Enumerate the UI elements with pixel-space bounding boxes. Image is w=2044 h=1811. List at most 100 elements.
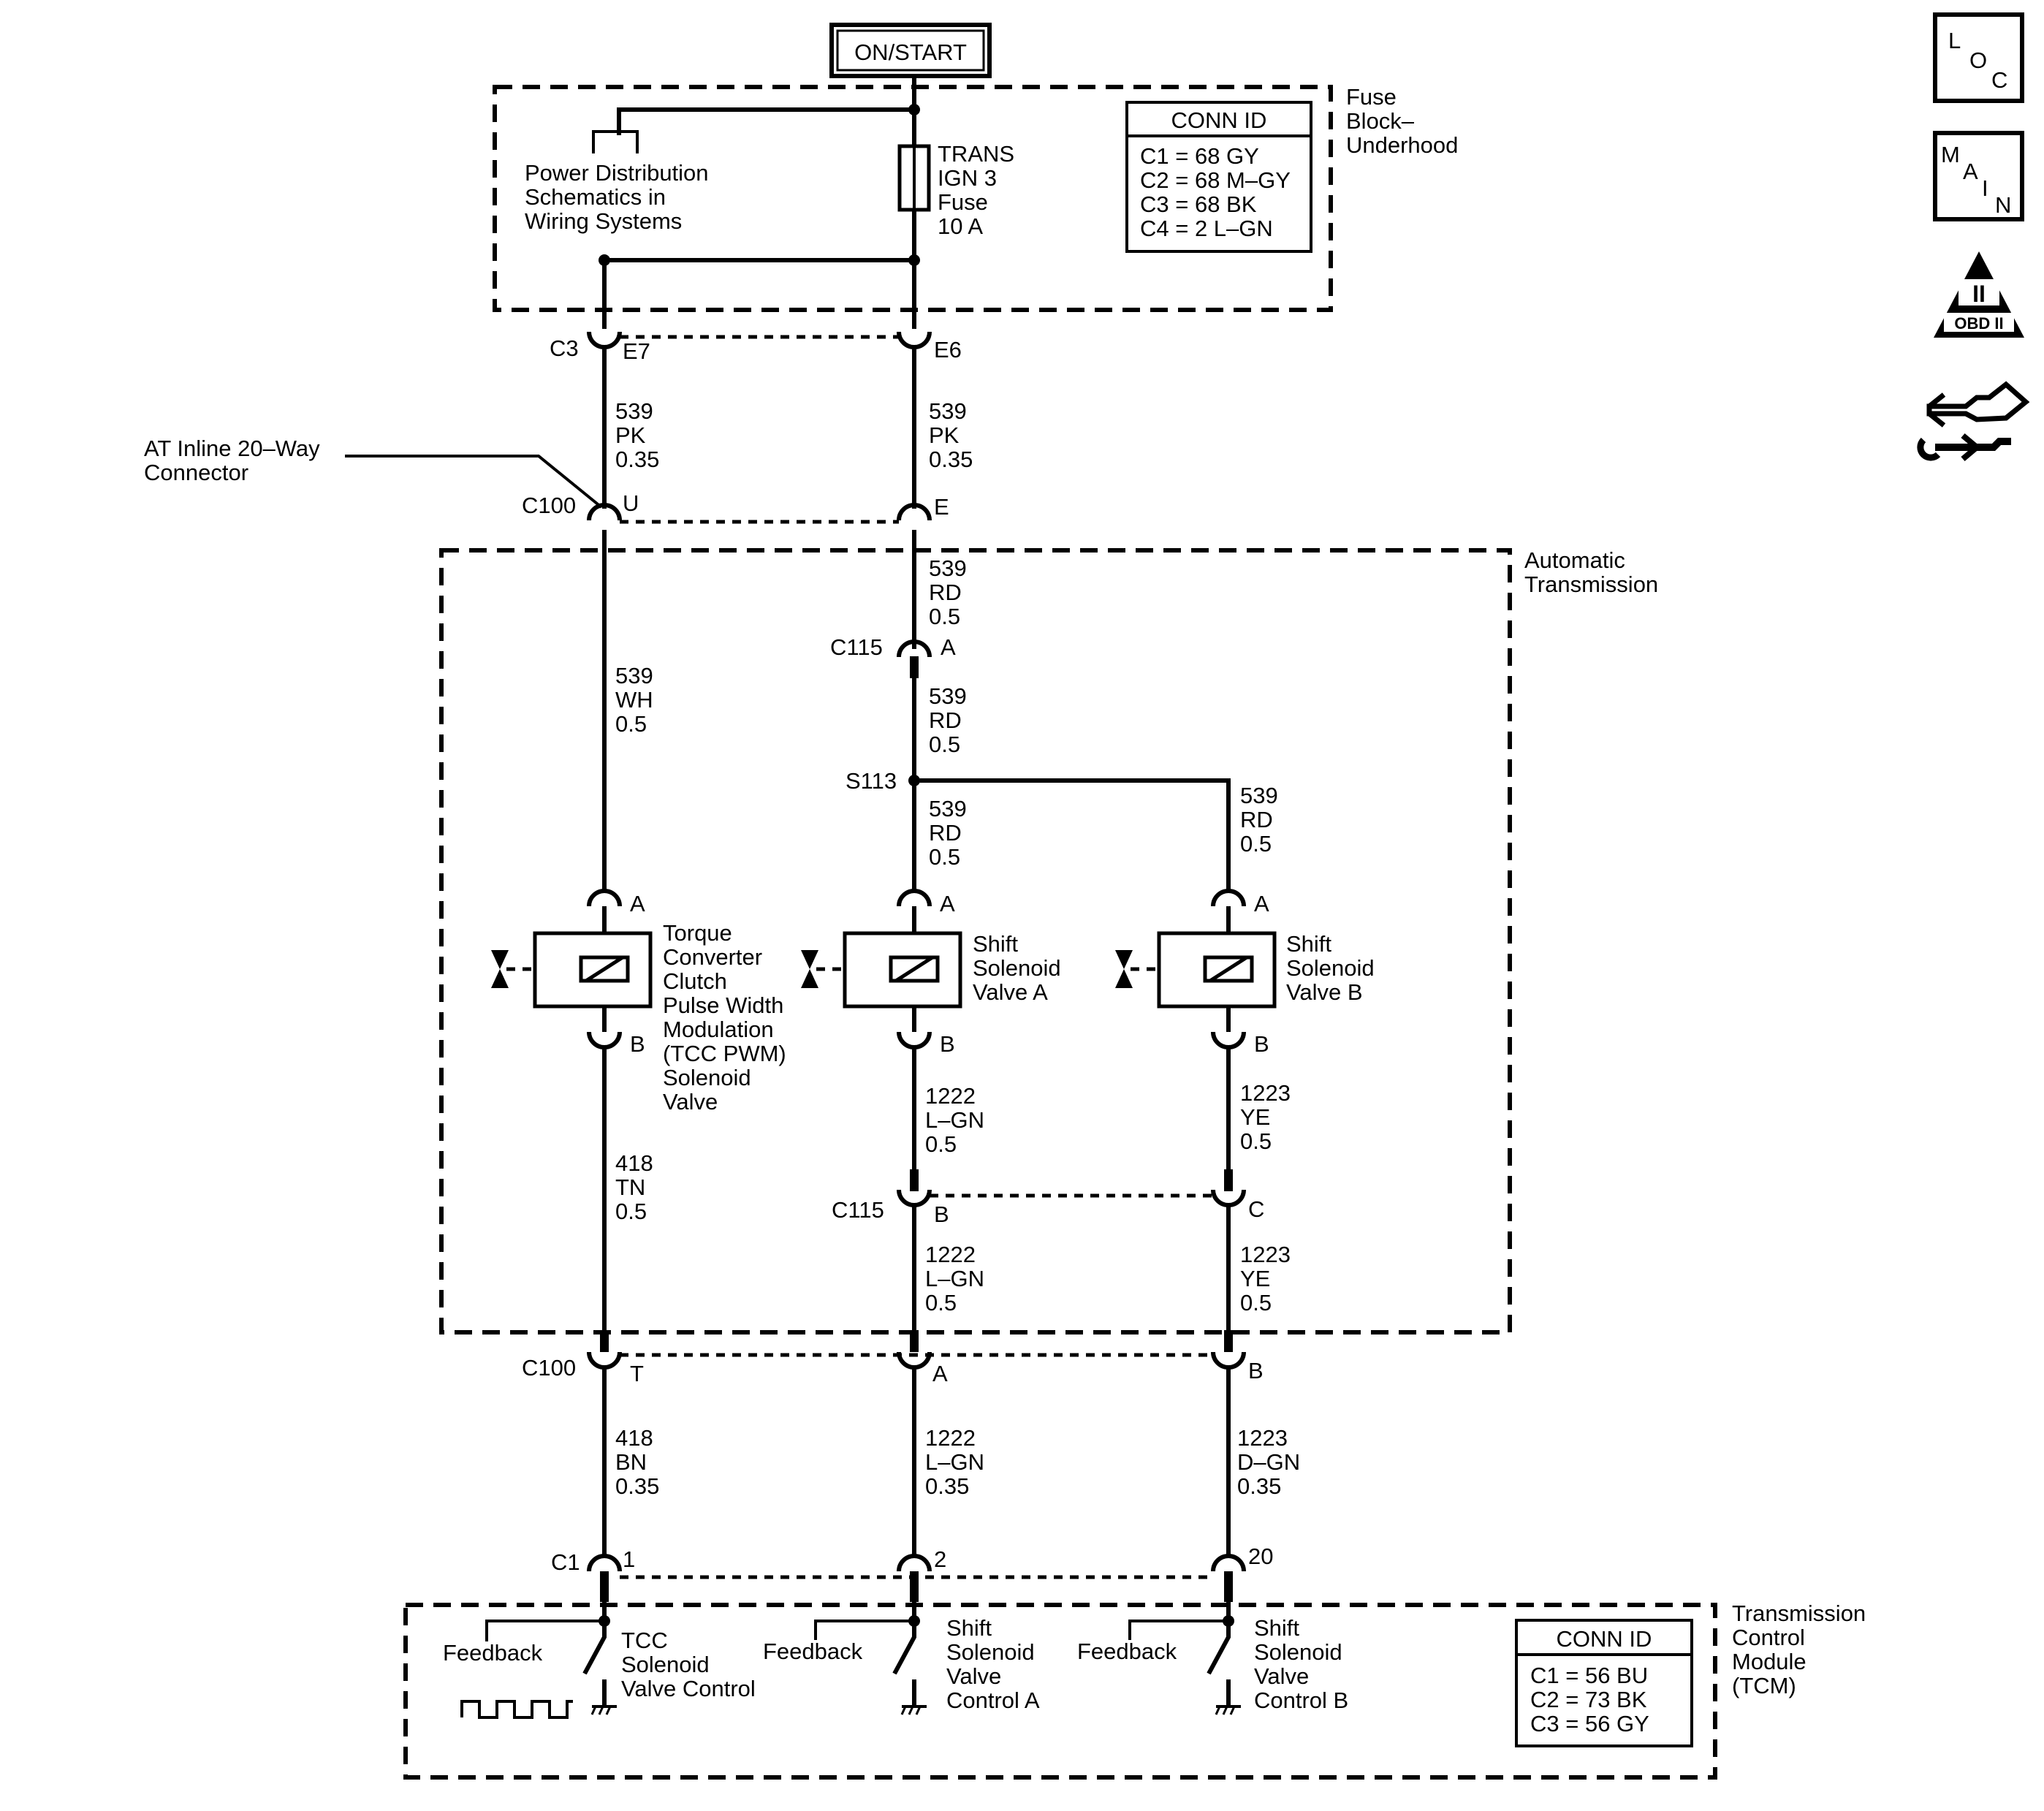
c115-bc-connector: C115 B C <box>832 1189 1264 1227</box>
loc-letter: C <box>1991 67 2007 93</box>
valve-icon <box>801 950 818 988</box>
conn-id-row: C3 = 68 BK <box>1140 191 1257 217</box>
ssb-control-label: Shift <box>1254 1615 1299 1641</box>
wire-label: 0.5 <box>1240 1128 1272 1154</box>
fuse-label-1: TRANS <box>938 141 1014 167</box>
conn-id-row: C1 = 56 BU <box>1530 1663 1648 1688</box>
fuse-label-4: 10 A <box>938 213 983 239</box>
wire-label: 0.35 <box>615 447 659 472</box>
transmission-label-2: Transmission <box>1524 572 1658 597</box>
main-letter: M <box>1941 142 1960 167</box>
main-letter: I <box>1982 175 1988 201</box>
wire-label: BN <box>615 1449 647 1475</box>
wire-label: 539 <box>929 796 967 821</box>
wire-label: 0.5 <box>925 1131 957 1157</box>
hands-tool-icon[interactable] <box>1917 381 2030 462</box>
wire-label: TN <box>615 1174 645 1200</box>
ssa-control-label: Solenoid <box>946 1639 1035 1665</box>
pin-b-label: B <box>1248 1358 1264 1383</box>
fuse-block-conn-id-table: CONN ID C1 = 68 GY C2 = 68 M–GY C3 = 68 … <box>1125 101 1312 253</box>
fuse-block-title-3: Underhood <box>1346 132 1458 158</box>
tcm-title-4: (TCM) <box>1732 1673 1796 1698</box>
feedback-label: Feedback <box>443 1640 543 1666</box>
pin-2-label: 2 <box>934 1546 946 1572</box>
c115-label: C115 <box>830 634 883 660</box>
c100-label: C100 <box>522 1355 576 1381</box>
inline-connector-label-2: Connector <box>144 460 248 485</box>
c100-bottom-connector: C100 T A B <box>522 1330 1264 1386</box>
feedback-label: Feedback <box>1077 1639 1177 1664</box>
wire-label: 0.5 <box>929 844 960 870</box>
c115-label: C115 <box>832 1197 884 1223</box>
ssa-control-label: Control A <box>946 1687 1040 1713</box>
power-dist-ref-1: Power Distribution <box>525 160 709 186</box>
conn-id-row: C1 = 68 GY <box>1140 143 1259 169</box>
wire-label: 539 <box>929 555 967 581</box>
tcc-pwm-solenoid: A B Torque Converter Clutch Pulse Width … <box>491 889 786 1115</box>
wire-label: 539 <box>615 398 653 424</box>
wire-label: RD <box>929 820 962 846</box>
pin-a-label: A <box>630 891 645 916</box>
loc-icon[interactable]: L O C <box>1933 12 2024 103</box>
wire-label: D–GN <box>1237 1449 1300 1475</box>
pin-a-label: A <box>940 891 955 916</box>
wire-label: RD <box>929 707 962 733</box>
main-icon[interactable]: M A I N <box>1933 131 2024 221</box>
wire-label: YE <box>1240 1104 1270 1130</box>
wire-label: L–GN <box>925 1266 984 1291</box>
wire-label: 539 <box>929 683 967 709</box>
loc-letter: O <box>1969 48 1987 73</box>
shift-solenoid-a: A B Shift Solenoid Valve A <box>801 889 1061 1057</box>
wire-label: 1223 <box>1240 1242 1291 1267</box>
ssa-control-label: Shift <box>946 1615 992 1641</box>
wire-label: 0.35 <box>929 447 973 472</box>
ground-icon <box>590 1705 617 1715</box>
obd-ii-icon[interactable]: II OBD II <box>1934 251 2024 338</box>
tcc-label: Valve <box>663 1089 718 1115</box>
wire-label: 0.5 <box>1240 1290 1272 1315</box>
pin-b-label: B <box>940 1031 955 1057</box>
wire-label: 539 <box>929 398 967 424</box>
ssa-label: Shift <box>973 931 1018 957</box>
c1-label: C1 <box>551 1549 580 1575</box>
ssb-control-switch: Feedback Shift Solenoid Valve Control B <box>1077 1602 1348 1715</box>
c3-label: C3 <box>550 335 579 361</box>
obd-label: OBD II <box>1954 314 2003 333</box>
tcc-control-switch: Feedback TCC Solenoid Valve Control <box>443 1602 756 1719</box>
ssa-control-label: Valve <box>946 1663 1001 1689</box>
wire-label: L–GN <box>925 1449 984 1475</box>
pin-a-label: A <box>941 634 956 660</box>
conn-id-row: C3 = 56 GY <box>1530 1711 1649 1736</box>
power-dist-branch-wire <box>617 107 914 135</box>
c100-label: C100 <box>522 493 576 518</box>
s113-label: S113 <box>846 768 897 794</box>
wire-label: 0.35 <box>615 1473 659 1499</box>
wire-label: 0.35 <box>1237 1473 1281 1499</box>
wire-label: PK <box>615 422 646 448</box>
tcc-label: Torque <box>663 920 732 946</box>
on-start-label-box: ON/START <box>829 23 992 78</box>
power-dist-ref-2: Schematics in <box>525 184 666 210</box>
conn-id-title: CONN ID <box>1557 1626 1652 1652</box>
wire-label: 0.5 <box>1240 831 1272 857</box>
tcc-label: Modulation <box>663 1017 774 1042</box>
wire-label: 0.5 <box>615 1199 647 1224</box>
ground-icon <box>1215 1705 1241 1715</box>
c1-connector: C1 1 2 20 <box>551 1544 1273 1602</box>
ssb-control-label: Valve <box>1254 1663 1309 1689</box>
automatic-transmission-boundary <box>439 548 1512 1334</box>
wire-label: 1223 <box>1240 1080 1291 1106</box>
tcc-label: Converter <box>663 944 762 970</box>
wire-label: 539 <box>615 663 653 688</box>
wire-label: 418 <box>615 1150 653 1176</box>
fuse-block-title-2: Block– <box>1346 108 1415 134</box>
fuse-label-3: Fuse <box>938 189 988 215</box>
c100-top-connector: C100 U E <box>522 490 949 524</box>
pin-e6-label: E6 <box>934 337 962 362</box>
inline-connector-leader <box>345 455 603 509</box>
wire-label: 0.5 <box>925 1290 957 1315</box>
c115-a-connector: C115 A <box>830 634 956 678</box>
conn-id-title: CONN ID <box>1171 107 1267 133</box>
c3-connector: C3 E7 E6 <box>550 331 962 364</box>
